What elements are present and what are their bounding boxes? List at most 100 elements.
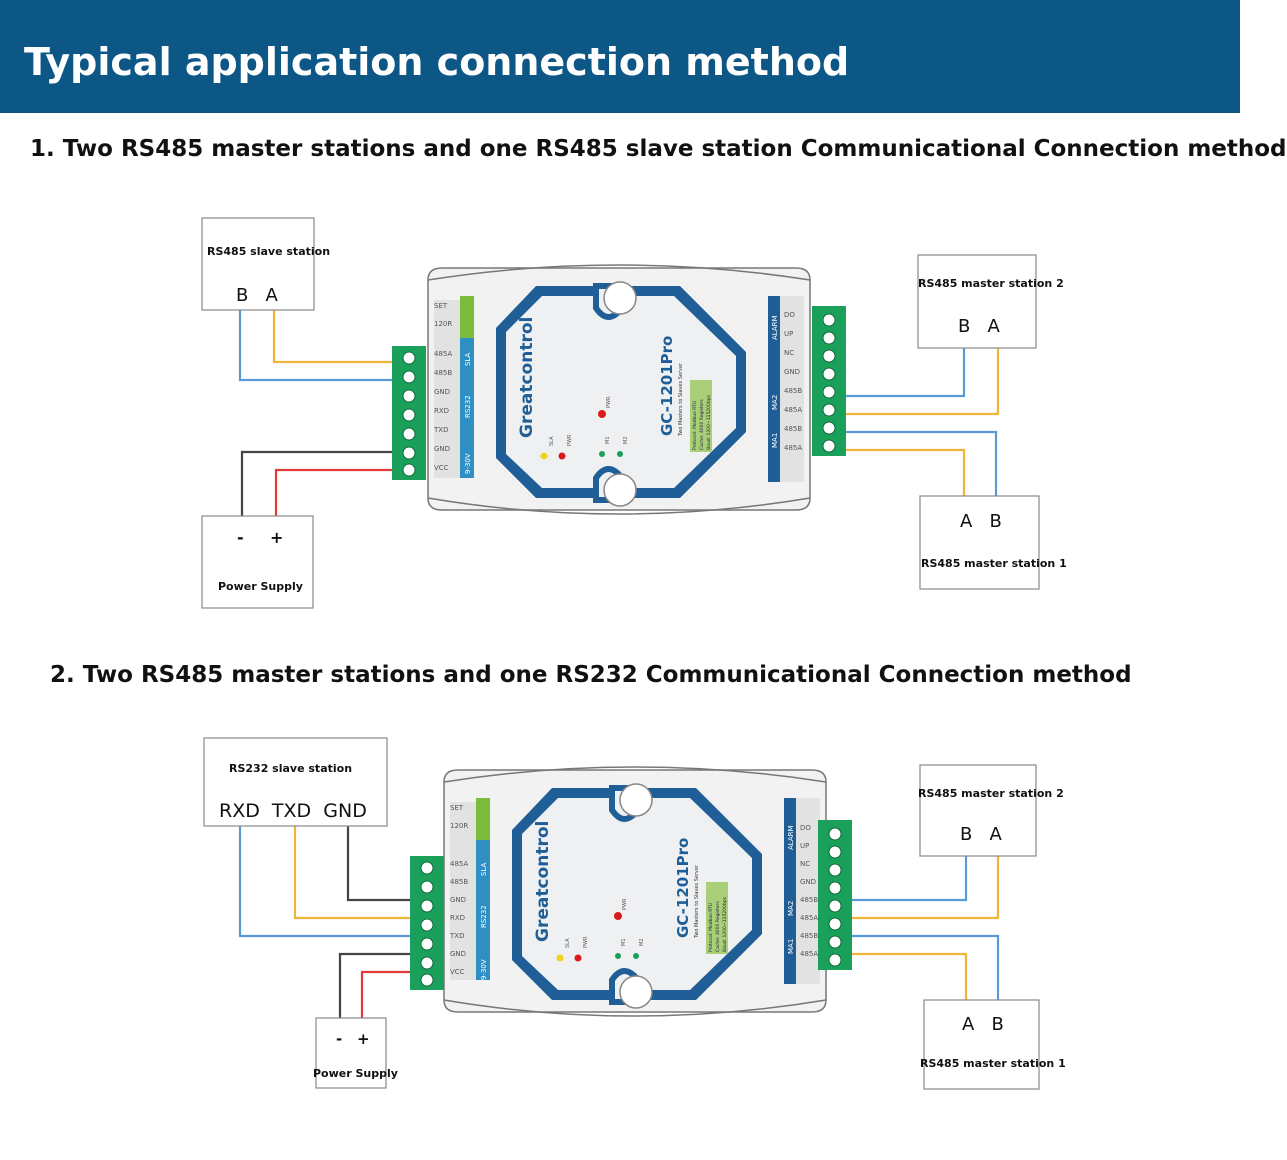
wire-rs232-txd xyxy=(293,826,410,920)
led-sla-label: SLA xyxy=(549,436,555,446)
group-power: 9-30V xyxy=(464,453,472,474)
pin-do: DO xyxy=(800,824,811,832)
pin-ma2-485b: 485B xyxy=(800,896,818,904)
pin-ma2-485a: 485A xyxy=(784,406,802,414)
master1-label-2: RS485 master station 1 xyxy=(920,1057,1066,1070)
wire-m2-b xyxy=(846,348,966,398)
pin-gnd: GND xyxy=(450,950,466,958)
pin-ma1-485a: 485A xyxy=(784,444,802,452)
rs232-slave-pins: RXD TXD GND xyxy=(219,800,367,822)
pin-gnd-r: GND xyxy=(784,368,800,376)
wire-rs232-rxd xyxy=(238,826,410,938)
master2-box xyxy=(917,254,1037,349)
wire-power-plus-2 xyxy=(360,970,410,1018)
rs485-slave-box xyxy=(201,217,315,311)
group-ma1: MA1 xyxy=(771,433,779,448)
pin-up: UP xyxy=(800,842,809,850)
led-sla-label: SLA xyxy=(565,938,571,948)
power-supply-box xyxy=(201,515,314,609)
pin-up: UP xyxy=(784,330,793,338)
wire-power-minus-2 xyxy=(338,952,410,1018)
rs232-slave-box xyxy=(203,737,388,827)
master2-label-2: RS485 master station 2 xyxy=(918,787,1064,800)
pin-ma1-485b: 485B xyxy=(784,425,802,433)
converter-device-2: SET 120R 485A 485B GND RXD TXD GND VCC S… xyxy=(444,767,826,1016)
diagram-1: SET 120R 485A 485B GND RXD TXD GND VCC S… xyxy=(201,217,1067,609)
pin-ma2-485a: 485A xyxy=(800,914,818,922)
master1-label: RS485 master station 1 xyxy=(921,557,1067,570)
led-m2-label: M2 xyxy=(623,437,629,445)
master2-box-2 xyxy=(919,764,1037,857)
spec-protocol: Protocol: Modbus-RTU xyxy=(692,401,698,450)
res-label: 120R xyxy=(450,822,468,830)
power-plus-2: + xyxy=(357,1030,370,1048)
wire-power-plus xyxy=(274,468,392,516)
pin-ma1-485b: 485B xyxy=(800,932,818,940)
master2-pins: B A xyxy=(958,316,1001,337)
group-ma2: MA2 xyxy=(771,395,779,410)
wire-rs232-gnd xyxy=(346,826,410,902)
header-banner: Typical application connection method xyxy=(0,0,1240,113)
master2-label: RS485 master station 2 xyxy=(918,277,1064,290)
rs485-slave-label: RS485 slave station xyxy=(207,245,330,258)
model-name: GC-1201Pro xyxy=(658,336,676,436)
pin-txd: TXD xyxy=(433,426,448,434)
group-power: 9-30V xyxy=(480,959,488,980)
power-supply-label-2: Power Supply xyxy=(313,1067,398,1080)
right-terminal-block-2 xyxy=(817,819,853,971)
spec-baud: Baud: 1200~115200bps xyxy=(722,896,728,952)
wire2-m2-b xyxy=(852,856,968,902)
left-terminal-block-2 xyxy=(409,855,445,991)
master1-box xyxy=(919,495,1040,590)
power-supply-label: Power Supply xyxy=(218,580,303,593)
power-supply-box-2 xyxy=(315,1017,387,1089)
master1-pins: A B xyxy=(960,511,1002,532)
diagram-2: SET 120R 485A 485B GND RXD TXD GND VCC S… xyxy=(203,737,1066,1090)
pin-485a: 485A xyxy=(434,350,452,358)
group-rs232: RS232 xyxy=(464,395,472,418)
power-plus: + xyxy=(270,528,283,547)
led-pwr-label: PWR xyxy=(606,396,612,408)
pin-ma2-485b: 485B xyxy=(784,387,802,395)
pin-txd: TXD xyxy=(449,932,464,940)
pin-vcc: VCC xyxy=(450,968,465,976)
set-label: SET xyxy=(450,804,464,812)
pin-485b: 485B xyxy=(450,878,468,886)
spec-baud: Baud: 1200~115200bps xyxy=(706,394,712,450)
power-minus-2: - xyxy=(336,1030,342,1048)
group-rs232: RS232 xyxy=(480,905,488,928)
group-alarm: ALARM xyxy=(771,315,779,340)
group-sla: SLA xyxy=(480,862,488,876)
pin-do: DO xyxy=(784,311,795,319)
section2-heading: 2. Two RS485 master stations and one RS2… xyxy=(50,662,1132,688)
rs485-slave-pins: B A xyxy=(236,285,279,306)
pin-gnd: GND xyxy=(450,896,466,904)
master1-pins-2: A B xyxy=(962,1014,1004,1035)
wire-m1-a xyxy=(846,448,966,498)
pin-gnd: GND xyxy=(434,388,450,396)
pin-gnd: GND xyxy=(434,445,450,453)
led-m2-label: M2 xyxy=(639,939,645,947)
wire-m2-a xyxy=(846,348,1000,416)
led-pwr-label: PWR xyxy=(622,898,628,910)
group-alarm: ALARM xyxy=(787,825,795,850)
power-minus: - xyxy=(237,528,244,547)
right-terminal-block xyxy=(811,305,847,457)
rs232-slave-label: RS232 slave station xyxy=(229,762,352,775)
section1-heading: 1. Two RS485 master stations and one RS4… xyxy=(30,136,1287,162)
pin-nc: NC xyxy=(800,860,810,868)
wire-slave-a xyxy=(272,310,392,364)
wire-m1-b xyxy=(846,430,998,498)
wire2-m1-a xyxy=(852,952,968,1000)
wire-power-minus xyxy=(240,450,392,516)
pin-485a: 485A xyxy=(450,860,468,868)
set-label: SET xyxy=(434,302,448,310)
pin-ma1-485a: 485A xyxy=(800,950,818,958)
pin-rxd: RXD xyxy=(450,914,465,922)
brand-logo: Greatcontrol xyxy=(517,317,537,438)
model-subtitle: Two Masters to Slaves Server xyxy=(694,864,700,939)
led-pwr2-label: PWR xyxy=(567,434,573,446)
brand-logo: Greatcontrol xyxy=(533,821,553,942)
pin-vcc: VCC xyxy=(434,464,449,472)
res-label: 120R xyxy=(434,320,452,328)
